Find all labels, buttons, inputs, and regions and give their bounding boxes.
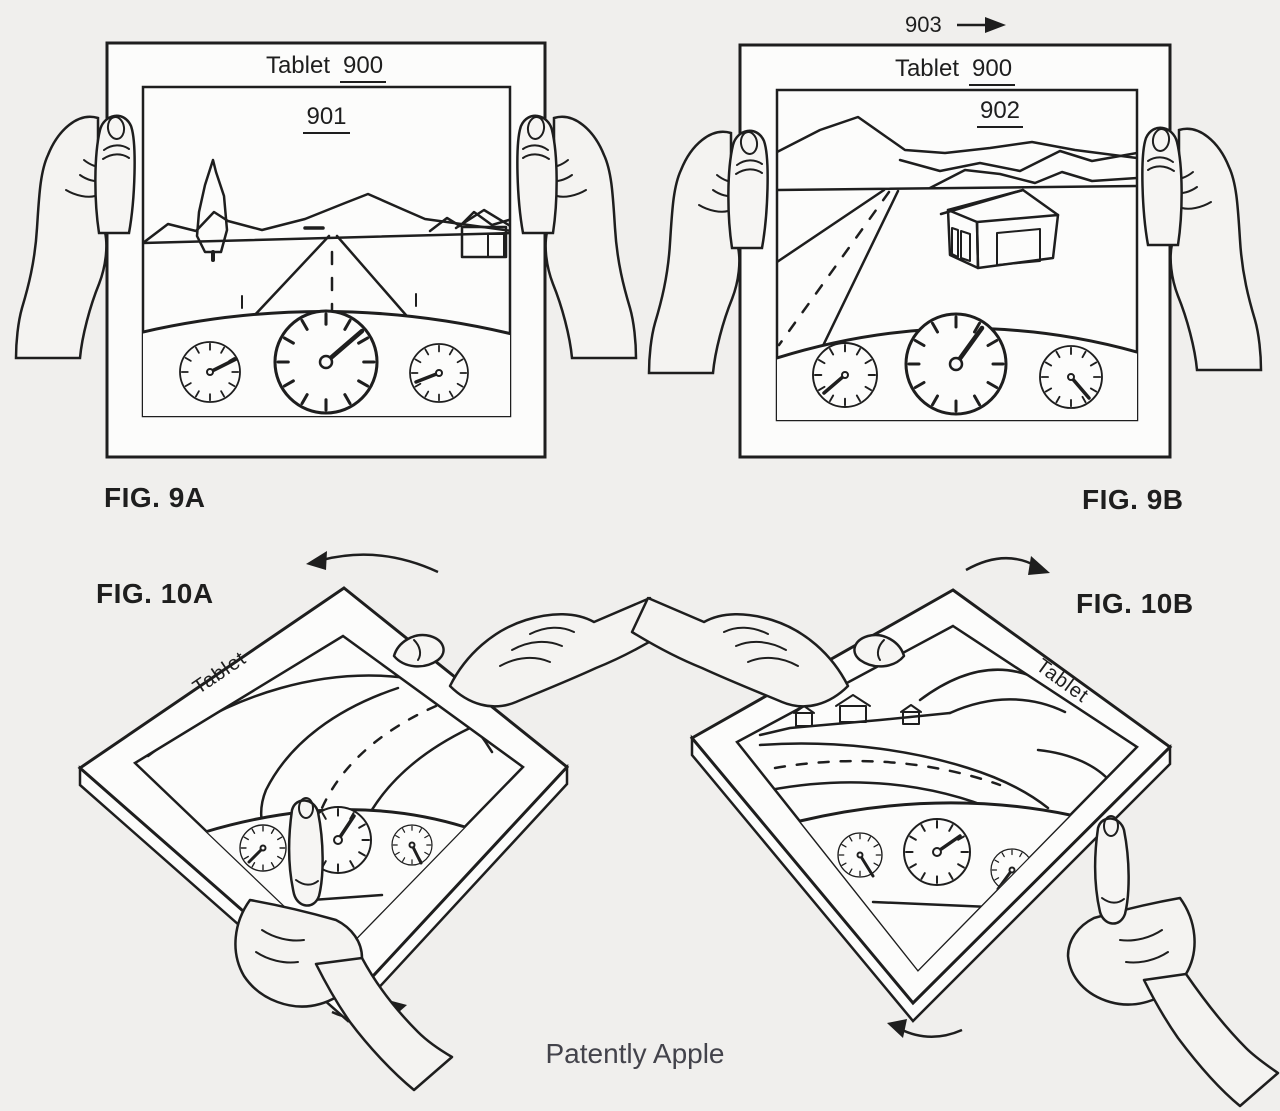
fig10b-top-thumb bbox=[853, 633, 906, 668]
fig9b-gauge-right bbox=[1039, 345, 1103, 409]
fig10b-gauge-center bbox=[903, 818, 971, 886]
fig10b-label: FIG. 10B bbox=[1076, 588, 1194, 619]
fig10b-rotation-arrow-bottom-icon bbox=[887, 1019, 963, 1038]
fig10b-rotation-arrow-top-icon bbox=[965, 556, 1050, 575]
fig9a-right-thumb bbox=[516, 114, 558, 235]
fig9a-gauge-left bbox=[179, 341, 241, 403]
fig9a-left-hand-behind bbox=[14, 115, 108, 360]
fig10b-gauge-right bbox=[990, 848, 1034, 892]
fig9a-right-thumbnail bbox=[526, 116, 546, 140]
fig9a-gauge-center bbox=[273, 309, 379, 415]
fig9a-right-hand-behind bbox=[544, 115, 638, 360]
fig10b-houses bbox=[793, 694, 922, 727]
fig10b-bottom-hand bbox=[1066, 815, 1280, 1108]
fig9b-bezel-label: Tablet 900 bbox=[740, 55, 1170, 86]
fig10a-gauge-center bbox=[304, 806, 372, 874]
fig10b-top-hand bbox=[630, 596, 906, 708]
fig9a-left-thumbnail bbox=[106, 116, 126, 140]
fig9b-right-thumbnail bbox=[1151, 128, 1171, 152]
fig9a-gauge-right bbox=[409, 343, 469, 403]
fig9a-bezel-label: Tablet 900 bbox=[107, 52, 545, 83]
fig10a-top-thumb bbox=[392, 633, 445, 668]
fig9a-bezel-text: Tablet bbox=[265, 52, 330, 79]
fig9b-gauge-cluster bbox=[812, 312, 1103, 416]
fig10b-bottom-thumb bbox=[1093, 817, 1130, 925]
credit-watermark: Patently Apple bbox=[545, 1038, 725, 1069]
fig10a-gauge-cluster bbox=[239, 806, 433, 874]
fig10a-label: FIG. 10A bbox=[96, 578, 214, 609]
fig9b-left-hand-behind bbox=[647, 130, 741, 375]
fig10b-scene bbox=[758, 668, 1124, 970]
fig10a-rotation-arrow-top-icon bbox=[306, 551, 439, 574]
fig9b-mountains bbox=[777, 115, 1137, 192]
fig9b-left-thumb bbox=[727, 129, 769, 250]
fig9b-right-thumb bbox=[1141, 126, 1183, 247]
fig9b-motion-arrow-icon bbox=[957, 17, 1006, 33]
fig9a-label: FIG. 9A bbox=[104, 482, 206, 513]
fig9b-bezel-text: Tablet bbox=[894, 55, 959, 82]
fig9b-screen-ref-label: 902 bbox=[900, 97, 1100, 128]
fig10b-road-centerline bbox=[773, 759, 1002, 787]
fig10a-top-hand bbox=[392, 596, 668, 708]
fig9b-horizon bbox=[777, 184, 1137, 192]
fig9b-gauge-center bbox=[904, 312, 1008, 416]
fig10b-horizon bbox=[758, 711, 952, 737]
fig9a-house bbox=[454, 208, 510, 259]
fig9a-bezel-ref: 900 bbox=[340, 52, 387, 83]
fig9b-motion-ref-label: 903 bbox=[905, 12, 942, 37]
fig9a-gauge-cluster bbox=[179, 309, 469, 415]
fig9b-scene bbox=[777, 115, 1137, 420]
fig9a-screen-ref-label: 901 bbox=[143, 103, 510, 134]
fig10a-bottom-thumb bbox=[287, 799, 324, 907]
fig10b-gauge-cluster bbox=[837, 818, 1034, 892]
fig9b-gauge-left bbox=[812, 342, 878, 408]
fig9b-road-centerline bbox=[777, 190, 891, 347]
fig9b-bezel-ref: 900 bbox=[969, 55, 1016, 86]
fig10a-gauge-left bbox=[239, 824, 287, 872]
fig9b-house bbox=[939, 188, 1060, 270]
fig10a-bottom-hand bbox=[234, 797, 454, 1092]
fig10a-gauge-right bbox=[391, 824, 433, 866]
fig9b-label: FIG. 9B bbox=[1082, 484, 1184, 515]
fig9b-right-hand-behind bbox=[1169, 127, 1263, 372]
fig9b-left-thumbnail bbox=[739, 131, 759, 155]
fig9a-scene bbox=[143, 158, 510, 416]
fig10b-gauge-left bbox=[837, 832, 883, 878]
fig9a-left-thumb bbox=[94, 114, 136, 235]
fig9a-tree bbox=[195, 158, 229, 262]
